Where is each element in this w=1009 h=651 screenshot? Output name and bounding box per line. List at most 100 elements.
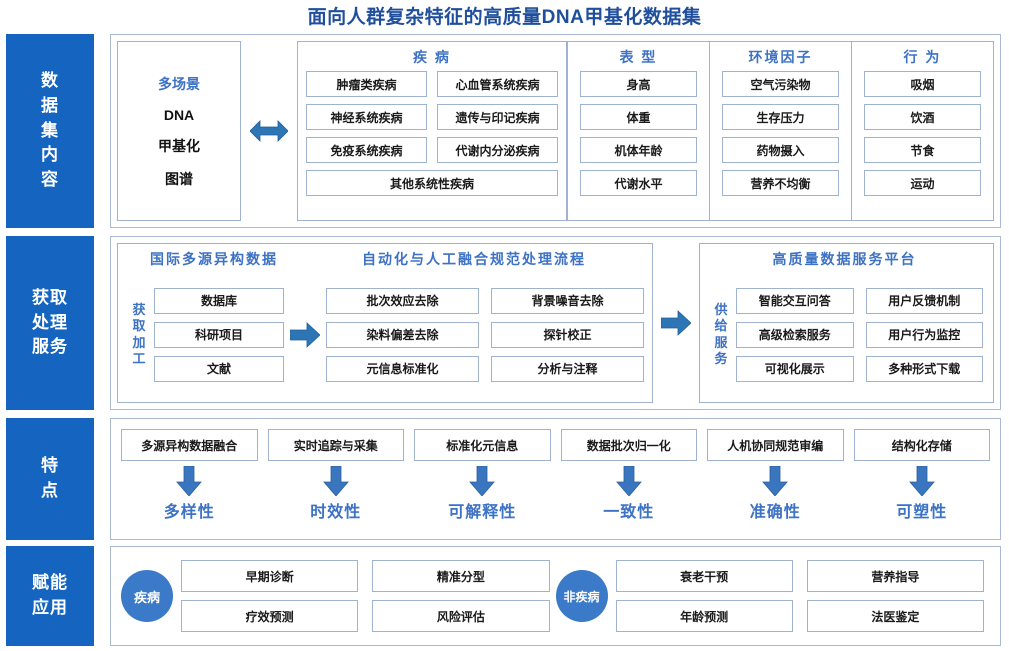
service-item[interactable]: 智能交互问答 <box>736 287 854 314</box>
section-acquire-process-service: 获取 处理 服务 国际多源异构数据 自动化与人工融合规范处理流程 获 取 加 工… <box>0 236 1009 410</box>
process-item[interactable]: 分析与注释 <box>491 355 644 382</box>
down-arrow-icon <box>908 466 935 496</box>
characteristic-box[interactable]: 结构化存储 <box>853 429 990 461</box>
application-item[interactable]: 衰老干预 <box>615 560 793 592</box>
sidebar-item-dataset-content[interactable]: 数 据 集 内 容 <box>6 34 94 228</box>
right-arrow-icon <box>290 321 320 348</box>
sidebar-item-empower-application[interactable]: 赋能 应用 <box>6 546 94 646</box>
phenotype-item[interactable]: 身高 <box>580 71 697 97</box>
environment-item[interactable]: 生存压力 <box>722 104 839 130</box>
application-item[interactable]: 精准分型 <box>372 560 550 592</box>
characteristic-box[interactable]: 数据批次归一化 <box>560 429 697 461</box>
source-item[interactable]: 数据库 <box>154 287 284 314</box>
disease-item[interactable]: 肿瘤类疾病 <box>306 71 427 97</box>
acquire-process-service-panel: 国际多源异构数据 自动化与人工融合规范处理流程 获 取 加 工 数据库 科研项目… <box>110 236 1001 410</box>
acquire-vertical-label: 获 取 加 工 <box>124 302 154 367</box>
service-item[interactable]: 多种形式下载 <box>865 355 983 382</box>
service-platform-title: 高质量数据服务平台 <box>772 251 917 267</box>
application-group-non-disease: 非疾病 衰老干预 营养指导 年龄预测 法医鉴定 <box>555 560 991 632</box>
source-group-title: 国际多源异构数据 <box>150 251 278 267</box>
behaviour-item[interactable]: 节食 <box>864 137 981 163</box>
disease-group: 疾 病 肿瘤类疾病 心血管系统疾病 神经系统疾病 遗传与印记疾病 免疫系统疾病 … <box>297 41 567 221</box>
application-item[interactable]: 风险评估 <box>372 600 550 632</box>
multi-scene-line: 甲基化 <box>158 137 200 154</box>
process-item[interactable]: 元信息标准化 <box>326 355 479 382</box>
sidebar-item-acquire-process-service[interactable]: 获取 处理 服务 <box>6 236 94 410</box>
sidebar-char: 赋能 <box>32 573 68 593</box>
characteristic-label: 一致性 <box>603 504 655 521</box>
disease-item-other[interactable]: 其他系统性疾病 <box>306 170 558 196</box>
supply-vertical-label: 供 给 服 务 <box>706 302 736 367</box>
disease-bubble[interactable]: 疾病 <box>121 570 173 622</box>
characteristics-panel: 多源异构数据融合 多样性 实时追踪与采集 时效性 标准化元信息 可解释性 <box>110 418 1001 540</box>
vlabel-char: 获 <box>132 302 146 317</box>
service-arrow-cell <box>653 243 699 403</box>
service-item[interactable]: 高级检索服务 <box>736 321 854 348</box>
section-characteristics: 特 点 多源异构数据融合 多样性 实时追踪与采集 时效性 标准化元信息 <box>0 418 1009 540</box>
down-arrow-icon <box>615 466 642 496</box>
disease-item[interactable]: 免疫系统疾病 <box>306 137 427 163</box>
behaviour-item[interactable]: 吸烟 <box>864 71 981 97</box>
process-group-title: 自动化与人工融合规范处理流程 <box>362 251 586 267</box>
sidebar-item-characteristics[interactable]: 特 点 <box>6 418 94 540</box>
disease-item[interactable]: 代谢内分泌疾病 <box>437 137 558 163</box>
process-item[interactable]: 染料偏差去除 <box>326 321 479 348</box>
sidebar-char: 集 <box>41 120 59 140</box>
vlabel-char: 供 <box>714 302 728 317</box>
service-item[interactable]: 可视化展示 <box>736 355 854 382</box>
characteristic-box[interactable]: 人机协同规范审编 <box>707 429 844 461</box>
application-item[interactable]: 疗效预测 <box>181 600 359 632</box>
disease-item[interactable]: 心血管系统疾病 <box>437 71 558 97</box>
down-arrow-icon <box>762 466 789 496</box>
source-item[interactable]: 文献 <box>154 355 284 382</box>
down-arrow-icon <box>176 466 203 496</box>
characteristic-box[interactable]: 标准化元信息 <box>414 429 551 461</box>
process-item[interactable]: 批次效应去除 <box>326 287 479 314</box>
sidebar-char: 应用 <box>32 598 68 617</box>
double-arrow-icon <box>250 120 288 142</box>
environment-group: 环境因子 空气污染物 生存压力 药物摄入 营养不均衡 <box>709 41 851 221</box>
behaviour-item[interactable]: 饮酒 <box>864 104 981 130</box>
section-applications: 赋能 应用 疾病 早期诊断 精准分型 疗效预测 风险评估 非疾病 衰老干预 营养… <box>0 546 1009 646</box>
phenotype-item[interactable]: 体重 <box>580 104 697 130</box>
characteristic-box[interactable]: 实时追踪与采集 <box>267 429 404 461</box>
non-disease-bubble[interactable]: 非疾病 <box>555 570 608 622</box>
application-item[interactable]: 年龄预测 <box>615 600 793 632</box>
environment-item[interactable]: 药物摄入 <box>722 137 839 163</box>
phenotype-group-title: 表 型 <box>619 49 658 65</box>
process-item[interactable]: 背景噪音去除 <box>491 287 644 314</box>
vlabel-char: 务 <box>714 350 728 366</box>
section-dataset-content: 数 据 集 内 容 多场景 DNA 甲基化 图谱 疾 病 肿瘤类疾病 心血管系统… <box>0 34 1009 228</box>
disease-item[interactable]: 遗传与印记疾病 <box>437 104 558 130</box>
service-item[interactable]: 用户反馈机制 <box>865 287 983 314</box>
phenotype-item[interactable]: 机体年龄 <box>580 137 697 163</box>
disease-item[interactable]: 神经系统疾病 <box>306 104 427 130</box>
sidebar-char: 数 <box>41 71 59 91</box>
characteristic-box[interactable]: 多源异构数据融合 <box>121 429 258 461</box>
characteristic-cell: 结构化存储 可塑性 <box>853 429 990 535</box>
multi-scene-line: DNA <box>163 106 195 123</box>
phenotype-item[interactable]: 代谢水平 <box>580 170 697 196</box>
application-item[interactable]: 法医鉴定 <box>806 600 984 632</box>
service-item[interactable]: 用户行为监控 <box>865 321 983 348</box>
application-item[interactable]: 营养指导 <box>806 560 984 592</box>
process-item[interactable]: 探针校正 <box>491 321 644 348</box>
environment-item[interactable]: 空气污染物 <box>722 71 839 97</box>
characteristic-cell: 多源异构数据融合 多样性 <box>121 429 258 535</box>
sidebar-char: 容 <box>41 169 59 189</box>
characteristic-cell: 实时追踪与采集 时效性 <box>267 429 404 535</box>
behaviour-group-title: 行 为 <box>903 49 942 65</box>
characteristic-label: 多样性 <box>163 504 215 521</box>
sidebar-char: 点 <box>41 481 59 500</box>
multi-scene-line: 图谱 <box>165 170 193 187</box>
environment-item[interactable]: 营养不均衡 <box>722 170 839 196</box>
behaviour-item[interactable]: 运动 <box>864 170 981 196</box>
characteristic-cell: 数据批次归一化 一致性 <box>560 429 697 535</box>
application-item[interactable]: 早期诊断 <box>181 560 359 592</box>
source-item[interactable]: 科研项目 <box>154 321 284 348</box>
characteristic-label: 准确性 <box>749 504 801 521</box>
sidebar-char: 获取 <box>32 288 68 308</box>
application-group-disease: 疾病 早期诊断 精准分型 疗效预测 风险评估 <box>121 560 556 632</box>
service-platform-box: 高质量数据服务平台 供 给 服 务 智能交互问答 用户反馈机制 高级检索服务 用… <box>699 243 994 403</box>
down-arrow-icon <box>322 466 349 496</box>
